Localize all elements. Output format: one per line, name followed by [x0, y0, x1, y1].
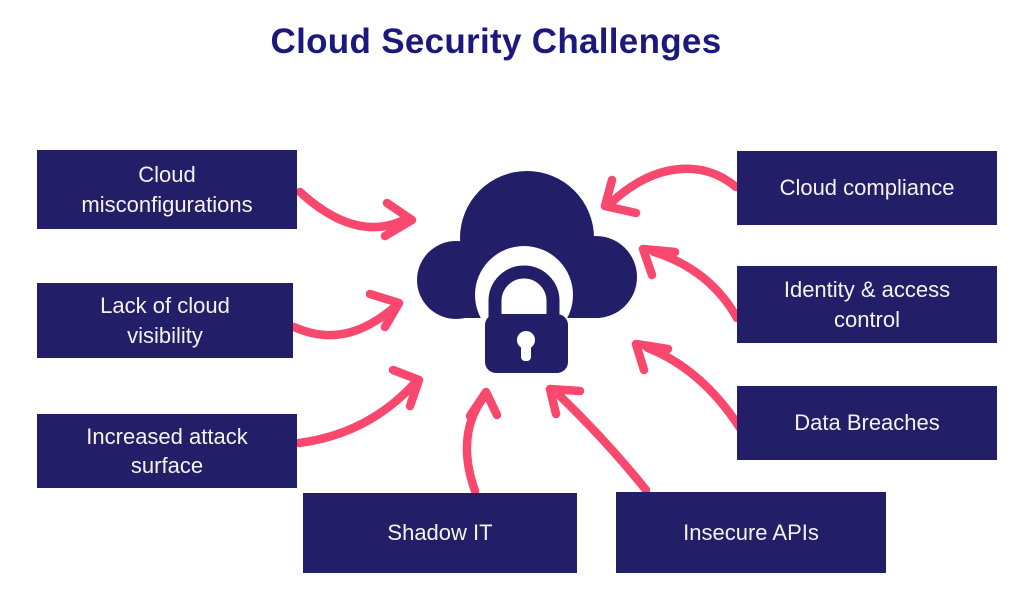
- arrow-identity-access-control: [638, 244, 742, 323]
- arrow-lack-of-cloud-visibility: [289, 289, 404, 340]
- challenge-box-increased-attack-surface: Increased attack surface: [37, 414, 297, 488]
- arrow-cloud-misconfigurations: [295, 187, 417, 241]
- cloud-lock-icon: [417, 171, 637, 373]
- page-title: Cloud Security Challenges: [270, 22, 722, 61]
- arrow-shadow-it: [462, 387, 502, 496]
- arrow-data-breaches: [631, 339, 745, 433]
- arrow-insecure-apis: [545, 384, 651, 495]
- challenge-box-cloud-misconfigurations: Cloud misconfigurations: [37, 150, 297, 229]
- lock-shackle: [488, 265, 560, 318]
- challenge-box-cloud-compliance: Cloud compliance: [737, 151, 997, 225]
- keyhole: [517, 331, 535, 361]
- challenge-box-shadow-it: Shadow IT: [303, 493, 577, 573]
- challenge-box-lack-of-cloud-visibility: Lack of cloud visibility: [37, 283, 293, 358]
- arrow-increased-attack-surface: [294, 365, 424, 448]
- challenge-box-insecure-apis: Insecure APIs: [616, 492, 886, 573]
- challenge-box-identity-access-control: Identity & access control: [737, 266, 997, 343]
- arrow-cloud-compliance: [600, 164, 741, 218]
- challenge-box-data-breaches: Data Breaches: [737, 386, 997, 460]
